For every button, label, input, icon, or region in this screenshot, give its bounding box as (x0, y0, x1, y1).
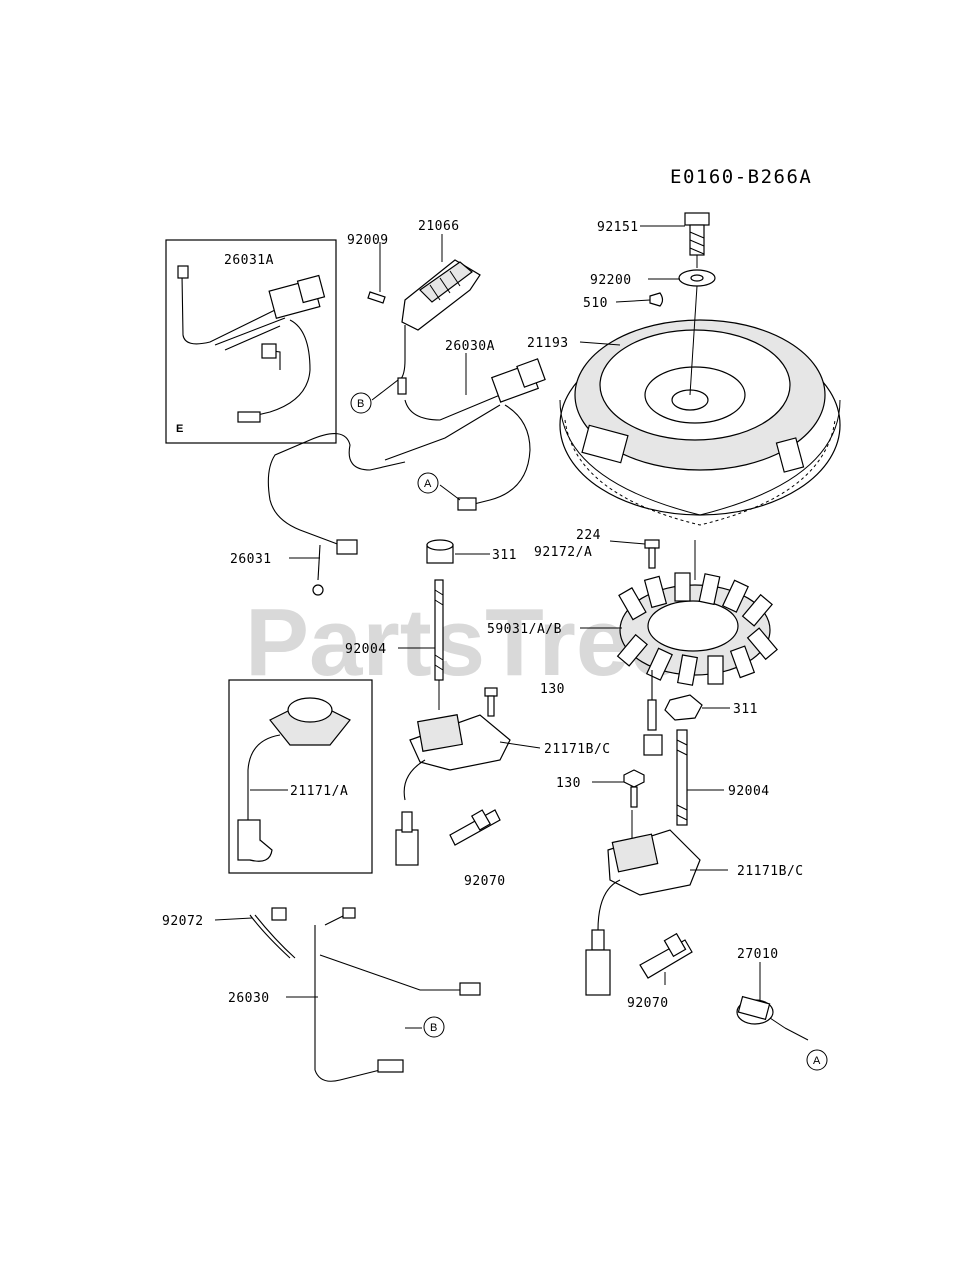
spark-plug-right (639, 932, 693, 979)
spark-plug-left (449, 809, 501, 846)
label-92151: 92151 (597, 220, 639, 235)
label-21171BC-left: 21171B/C (544, 742, 611, 757)
bolt-92172 (644, 539, 660, 569)
key-510 (649, 292, 664, 307)
ignition-coil-left (395, 687, 511, 866)
harness-26031 (267, 433, 406, 596)
label-26031: 26031 (230, 552, 272, 567)
regulator-21066 (367, 259, 481, 395)
label-21171BC-right: 21171B/C (737, 864, 804, 879)
label-92004-left: 92004 (345, 642, 387, 657)
ref-circle-a-bottom: A (806, 1049, 828, 1071)
nut-311-right (664, 694, 703, 721)
bolt-92151 (684, 212, 710, 268)
label-27010: 27010 (737, 947, 779, 962)
retainer-92072 (249, 907, 296, 959)
label-311-top: 311 (492, 548, 517, 563)
svg-text:A: A (813, 1055, 821, 1067)
label-510: 510 (583, 296, 608, 311)
washer-92200 (678, 269, 716, 396)
harness-26030A (384, 358, 546, 511)
svg-text:B: B (430, 1022, 437, 1034)
stud-92004-left (434, 579, 444, 710)
label-26030: 26030 (228, 991, 270, 1006)
stator-59031 (616, 540, 778, 756)
svg-text:B: B (357, 398, 364, 410)
label-21066: 21066 (418, 219, 460, 234)
leader-lines (214, 225, 809, 1041)
label-224: 224 (576, 528, 601, 543)
label-130-right: 130 (556, 776, 581, 791)
inset-box-21171A (228, 679, 373, 874)
ignition-coil-right (585, 810, 701, 996)
label-92004-right: 92004 (728, 784, 770, 799)
label-21193: 21193 (527, 336, 569, 351)
inset-box-e: E (165, 239, 337, 444)
ref-circle-b-top: B (350, 392, 372, 414)
label-92009: 92009 (347, 233, 389, 248)
label-92172: 92172/A (534, 545, 592, 560)
label-92072: 92072 (162, 914, 204, 929)
label-92200: 92200 (590, 273, 632, 288)
svg-text:A: A (424, 478, 432, 490)
harness-26030 (314, 907, 481, 1082)
ref-circle-b-bottom: B (423, 1016, 445, 1038)
label-26031A: 26031A (224, 253, 274, 268)
diagram-code: E0160-B266A (670, 166, 812, 188)
spacer-311-top (426, 539, 454, 564)
ref-e: E (176, 423, 183, 435)
label-92070-left: 92070 (464, 874, 506, 889)
flywheel-21193 (559, 319, 841, 526)
oil-pressure-switch-27010 (736, 995, 786, 1029)
bolt-130-right (623, 769, 645, 808)
label-59031: 59031/A/B (487, 622, 562, 637)
label-130-top: 130 (540, 682, 565, 697)
label-26030A: 26030A (445, 339, 495, 354)
stud-92004-right (676, 729, 688, 826)
ref-circle-a-top: A (417, 472, 439, 494)
label-311-right: 311 (733, 702, 758, 717)
watermark: PartsTree (245, 589, 683, 696)
label-21171A: 21171/A (290, 784, 348, 799)
label-92070-right: 92070 (627, 996, 669, 1011)
